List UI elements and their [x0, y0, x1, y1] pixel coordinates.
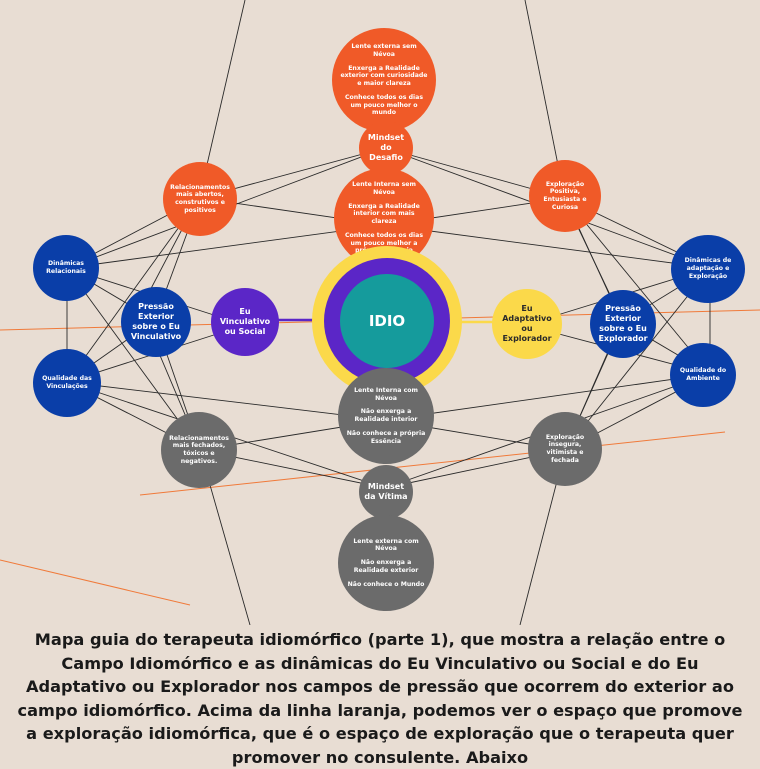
- eu-social-label: Eu Vinculativo ou Social: [219, 307, 271, 336]
- exploration-insecure-node: Exploração insegura, vitimista e fechada: [528, 412, 602, 486]
- mindset-victim-label: Mindset da Vítima: [364, 482, 408, 501]
- bottom-lens-line-2: Não conhece o Mundo: [347, 580, 425, 588]
- eu-social-node: Eu Vinculativo ou Social: [211, 288, 279, 356]
- diagram: Lente externa sem Névoa Enxerga a Realid…: [0, 0, 760, 625]
- relationships-closed-label: Relacionamentos mais fechados, tóxicos e…: [169, 434, 229, 465]
- top-lens-line-1: Enxerga a Realidade exterior com curiosi…: [340, 64, 428, 88]
- environment-quality-label: Qualidade do Ambiente: [679, 367, 727, 382]
- inner-lens-fog-line-1: Não enxerga a Realidade interior: [354, 408, 418, 423]
- top-lens-line-2: Conhece todos os dias um pouco melhor o …: [344, 93, 424, 117]
- exploration-positive-node: Exploração Positiva, Entusiasta e Curios…: [529, 160, 601, 232]
- environment-quality-node: Qualidade do Ambiente: [670, 343, 736, 407]
- idio-outer-ring: IDIO: [312, 246, 462, 396]
- bottom-lens-line-1: Não enxerga a Realidade exterior: [353, 559, 419, 574]
- adaptation-dynamics-node: Dinâmicas de adaptação e Exploração: [671, 235, 745, 303]
- relationships-closed-node: Relacionamentos mais fechados, tóxicos e…: [161, 412, 237, 488]
- caption-text: Mapa guia do terapeuta idiomórfico (part…: [17, 630, 743, 767]
- mindset-challenge-label: Mindset do Desafio: [367, 133, 405, 162]
- exploration-insecure-label: Exploração insegura, vitimista e fechada: [545, 433, 585, 464]
- adaptation-dynamics-label: Dinâmicas de adaptação e Exploração: [684, 257, 732, 280]
- bond-quality-node: Qualidade das Vinculações: [33, 349, 101, 417]
- inner-lens-fog-title: Lente Interna com Névoa: [354, 386, 418, 402]
- relational-dynamics-label: Dinâmicas Relacionais: [46, 260, 86, 275]
- orange-divider-line: [0, 559, 191, 606]
- pressure-social-node: Pressão Exterior sobre o Eu Vinculativo: [121, 287, 191, 357]
- mindset-challenge-node: Mindset do Desafio: [359, 121, 413, 175]
- inner-lens-fog-line-2: Não conhece a própria Essência: [346, 429, 426, 445]
- pressure-explorer-node: Pressão Exterior sobre o Eu Explorador: [590, 290, 656, 358]
- idio-core: IDIO: [340, 274, 434, 368]
- idio-middle-ring: IDIO: [324, 258, 450, 384]
- top-lens-node: Lente externa sem Névoa Enxerga a Realid…: [332, 28, 436, 132]
- eu-adaptive-label: Eu Adaptativo ou Explorador: [502, 304, 552, 343]
- eu-adaptive-node: Eu Adaptativo ou Explorador: [492, 289, 562, 359]
- top-lens-title: Lente externa sem Névoa: [351, 43, 417, 58]
- bond-quality-label: Qualidade das Vinculações: [42, 375, 92, 390]
- pressure-explorer-label: Pressão Exterior sobre o Eu Explorador: [598, 304, 648, 343]
- bottom-lens-node: Lente externa com Névoa Não enxerga a Re…: [338, 515, 434, 611]
- relationships-open-node: Relacionamentos mais abertos, construtiv…: [163, 162, 237, 236]
- bottom-lens-title: Lente externa com Névoa: [353, 537, 419, 553]
- mindset-victim-node: Mindset da Vítima: [359, 465, 413, 519]
- exploration-positive-label: Exploração Positiva, Entusiasta e Curios…: [543, 180, 587, 211]
- idio-label: IDIO: [368, 311, 406, 330]
- inner-lens-clear-line-1: Enxerga a Realidade interior com mais cl…: [348, 202, 420, 226]
- inner-lens-fog-node: Lente Interna com Névoa Não enxerga a Re…: [338, 368, 434, 464]
- pressure-social-label: Pressão Exterior sobre o Eu Vinculativo: [130, 302, 182, 341]
- inner-lens-clear-title: Lente Interna sem Névoa: [352, 181, 416, 196]
- orange-divider-line: [139, 431, 726, 496]
- relational-dynamics-node: Dinâmicas Relacionais: [33, 235, 99, 301]
- relationships-open-label: Relacionamentos mais abertos, construtiv…: [170, 183, 230, 214]
